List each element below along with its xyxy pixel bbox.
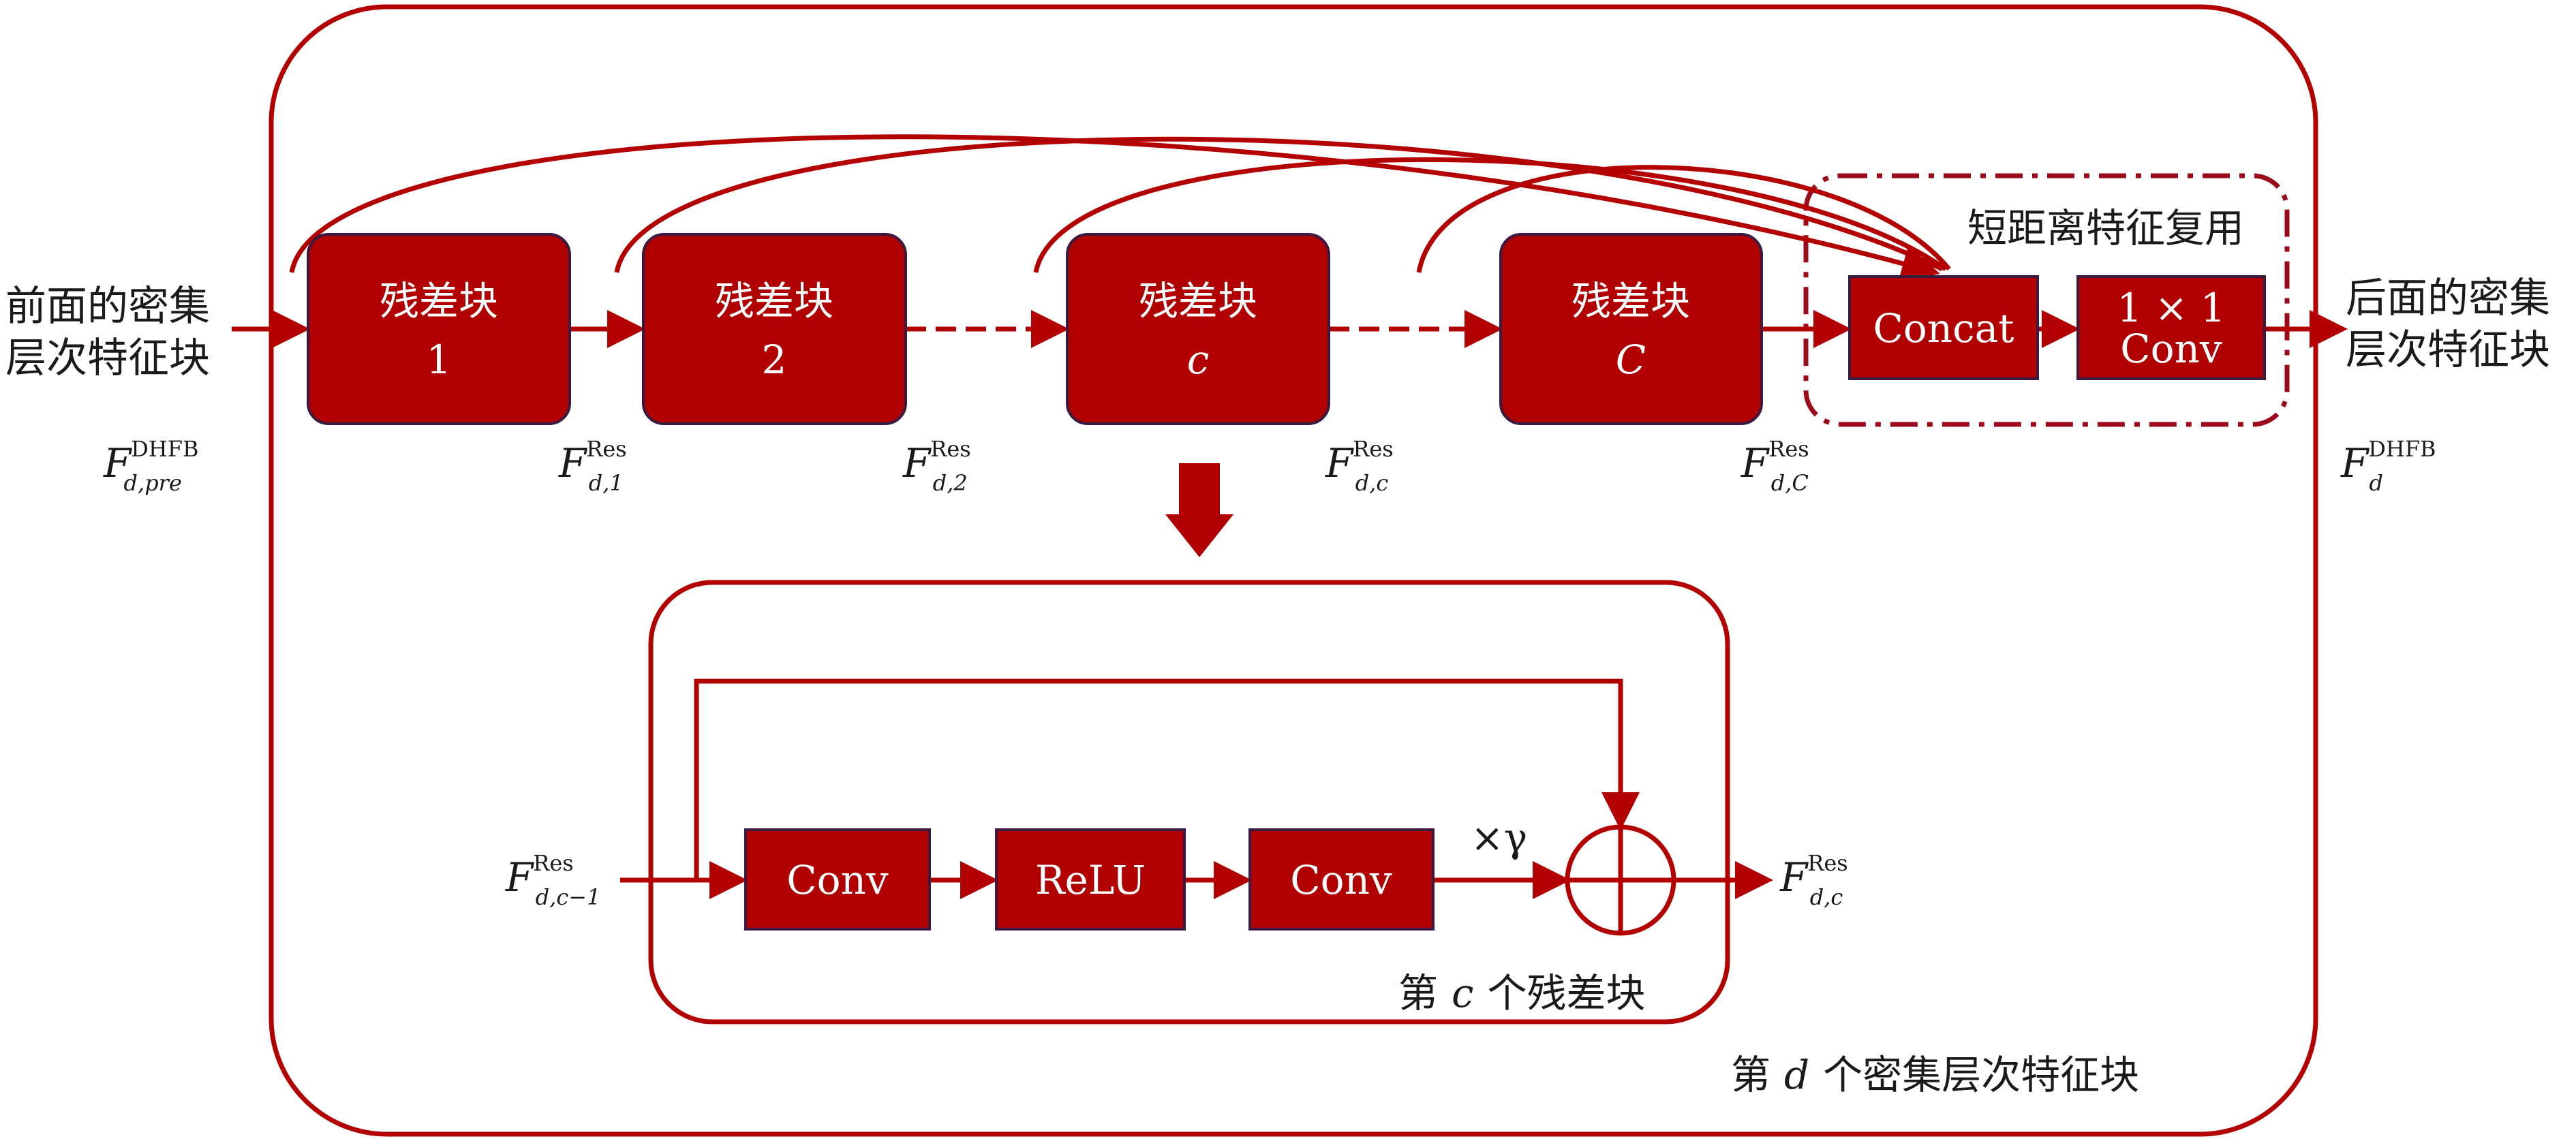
svg-text:层次特征块: 层次特征块 bbox=[2346, 326, 2550, 374]
detail-op-conv-2: Conv bbox=[1248, 828, 1435, 931]
feature-reuse-group-frame bbox=[1803, 173, 2290, 427]
feature-reuse-group-label: 短距离特征复用 bbox=[1967, 205, 2244, 251]
skip-curve-c bbox=[1033, 157, 1948, 273]
svg-text:残差块: 残差块 bbox=[1139, 278, 1257, 324]
output-label: 后面的密集 层次特征块 bbox=[2346, 275, 2550, 374]
svg-text:残差块: 残差块 bbox=[1571, 278, 1690, 324]
residual-detail-frame bbox=[648, 580, 1730, 1025]
svg-text:前面的密集: 前面的密集 bbox=[5, 283, 210, 330]
detail-connectors bbox=[620, 678, 1773, 899]
skip-curve-2 bbox=[614, 136, 1944, 273]
svg-text:层次特征块: 层次特征块 bbox=[5, 334, 210, 382]
scale-gamma-label: ×γ bbox=[1471, 815, 1527, 861]
residual-block-2: 残差块 2 bbox=[642, 233, 907, 425]
svg-text:c: c bbox=[1187, 337, 1209, 383]
residual-block-C: 残差块 C bbox=[1499, 233, 1763, 425]
sum-node bbox=[1565, 824, 1676, 936]
detail-op-relu: ReLU bbox=[995, 828, 1186, 931]
svg-text:C: C bbox=[1616, 337, 1646, 383]
svg-text:2: 2 bbox=[762, 337, 787, 383]
svg-text:后面的密集: 后面的密集 bbox=[2346, 275, 2550, 322]
skip-curve-C bbox=[1416, 165, 1951, 273]
svg-text:残差块: 残差块 bbox=[380, 278, 498, 324]
input-label: 前面的密集 层次特征块 bbox=[5, 283, 210, 382]
svg-text:残差块: 残差块 bbox=[715, 278, 833, 324]
skip-connections bbox=[289, 134, 1951, 282]
concat-block: Concat bbox=[1848, 275, 2039, 380]
svg-text:Conv: Conv bbox=[786, 857, 889, 903]
detail-op-conv-1: Conv bbox=[744, 828, 931, 931]
residual-block-1: 残差块 1 bbox=[307, 233, 571, 425]
svg-text:ReLU: ReLU bbox=[1035, 857, 1146, 903]
svg-text:1: 1 bbox=[427, 337, 452, 383]
identity-skip bbox=[694, 678, 1640, 880]
svg-text:Concat: Concat bbox=[1873, 305, 2014, 351]
svg-text:Conv: Conv bbox=[1290, 857, 1392, 903]
skip-curve-1 bbox=[289, 134, 1940, 282]
residual-block-c: 残差块 c bbox=[1066, 233, 1330, 425]
conv1x1-block: 1 × 1 Conv bbox=[2076, 275, 2266, 380]
outer-dense-block-frame bbox=[269, 4, 2318, 1137]
svg-text:1 × 1: 1 × 1 bbox=[2117, 285, 2225, 331]
svg-text:Conv: Conv bbox=[2120, 326, 2222, 372]
expand-arrow bbox=[1165, 463, 1233, 557]
